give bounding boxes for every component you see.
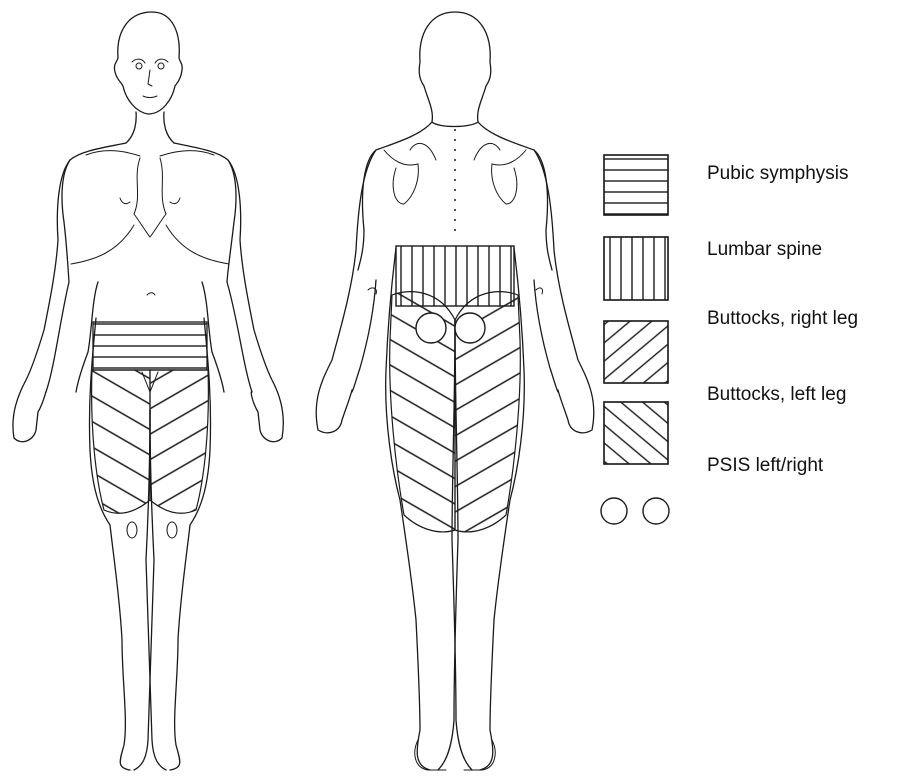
front-pubic-symphysis-region	[93, 322, 207, 370]
legend-circle-left	[601, 498, 627, 524]
front-head	[114, 12, 182, 114]
legend-label-lumbar-spine: Lumbar spine	[707, 239, 822, 261]
back-head	[419, 12, 491, 127]
front-left-arm	[13, 160, 70, 442]
psis-right-circle	[416, 313, 446, 343]
front-left-thigh-region	[150, 370, 208, 513]
back-figure	[316, 12, 594, 770]
legend-swatches	[601, 155, 669, 524]
legend-label-psis: PSIS left/right	[707, 455, 823, 477]
legend-label-buttocks-left-leg: Buttocks, left leg	[707, 384, 846, 406]
front-right-thigh-region	[92, 370, 150, 513]
legend-circle-right	[643, 498, 669, 524]
legend-label-buttocks-right-leg: Buttocks, right leg	[707, 308, 858, 330]
spine-dots	[454, 129, 456, 231]
front-figure	[13, 12, 283, 770]
legend-label-pubic-symphysis: Pubic symphysis	[707, 163, 849, 185]
psis-left-circle	[455, 313, 485, 343]
